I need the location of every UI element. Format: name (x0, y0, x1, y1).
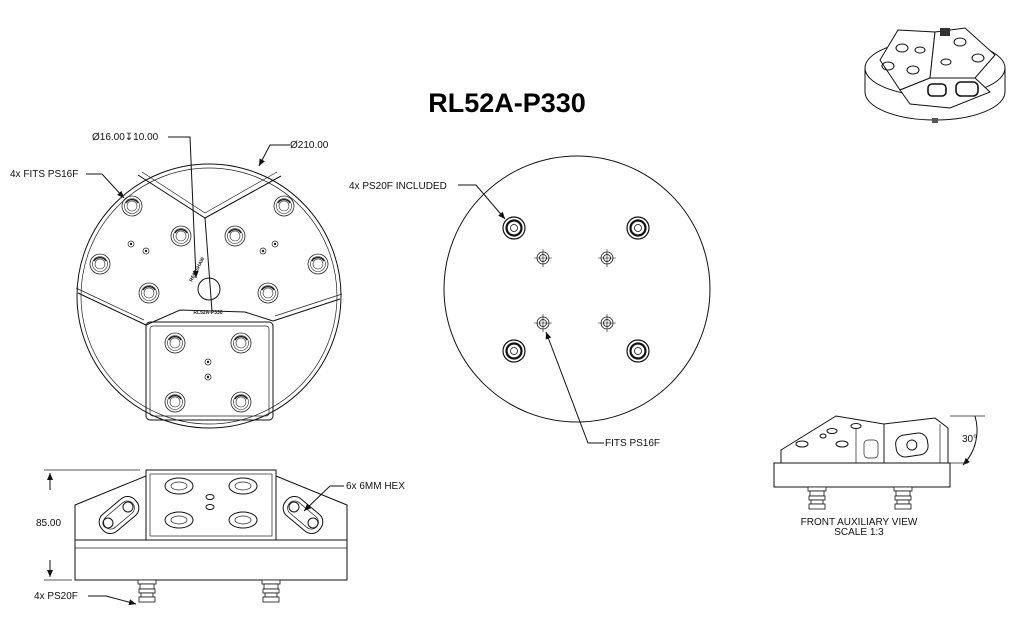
side-view: 85.00 6x 6MM HEX 4x PS20F (34, 469, 405, 606)
angle-arc (962, 415, 978, 466)
aux-caption-view: FRONT AUXILIARY VIEW (801, 517, 918, 528)
drawing-title: RL52A-P330 (428, 88, 586, 118)
iso-front-wedge (899, 77, 991, 109)
leader-fits-bottom (545, 331, 604, 444)
leader-hex (303, 485, 344, 512)
iso-right-wedge (929, 27, 996, 79)
callout-included: 4x PS20F INCLUDED (349, 181, 447, 192)
callout-height: 85.00 (36, 518, 61, 529)
callout-angle: 30° (962, 434, 977, 445)
callout-pins: 4x PS20F (34, 591, 78, 602)
side-view-center-wedge (145, 469, 277, 541)
leader-included (458, 184, 506, 220)
callout-fits-bottom: FITS PS16F (605, 438, 660, 449)
callout-hex: 6x 6MM HEX (346, 481, 405, 492)
top-view: RENISHAW RL52A-P330 Ø16.00↧10.00 Ø210.00… (10, 132, 343, 429)
bottom-view-locating-holes (533, 248, 617, 333)
engraving-part-number: RL52A-P330 (193, 310, 222, 316)
callout-diameter: Ø210.00 (290, 140, 329, 151)
side-view-pins (137, 579, 281, 603)
leader-bore (168, 136, 199, 279)
isometric-view (864, 27, 1006, 123)
leader-fits-top (86, 173, 125, 199)
leader-pins (88, 595, 137, 606)
top-view-center-bore (197, 277, 221, 301)
aux-caption-scale: SCALE 1:3 (834, 527, 884, 538)
top-view-front-wedge (145, 321, 274, 421)
side-view-base (74, 539, 348, 581)
top-view-wedge-dividers (75, 171, 343, 421)
bottom-view-pins (501, 215, 651, 364)
aux-view-left-wedge (780, 415, 885, 463)
leader-diameter (258, 144, 290, 167)
bottom-view-outline (443, 155, 711, 423)
callout-fits-top: 4x FITS PS16F (10, 169, 78, 180)
side-view-counterbores (164, 477, 258, 529)
bottom-view: 4x PS20F INCLUDED FITS PS16F (349, 155, 711, 449)
aux-view-right-wedge (883, 417, 949, 463)
top-view-outline (76, 163, 342, 429)
aux-view: 30° FRONT AUXILIARY VIEW SCALE 1:3 (773, 415, 985, 538)
aux-view-base (773, 462, 951, 488)
callout-bore: Ø16.00↧10.00 (92, 132, 159, 143)
